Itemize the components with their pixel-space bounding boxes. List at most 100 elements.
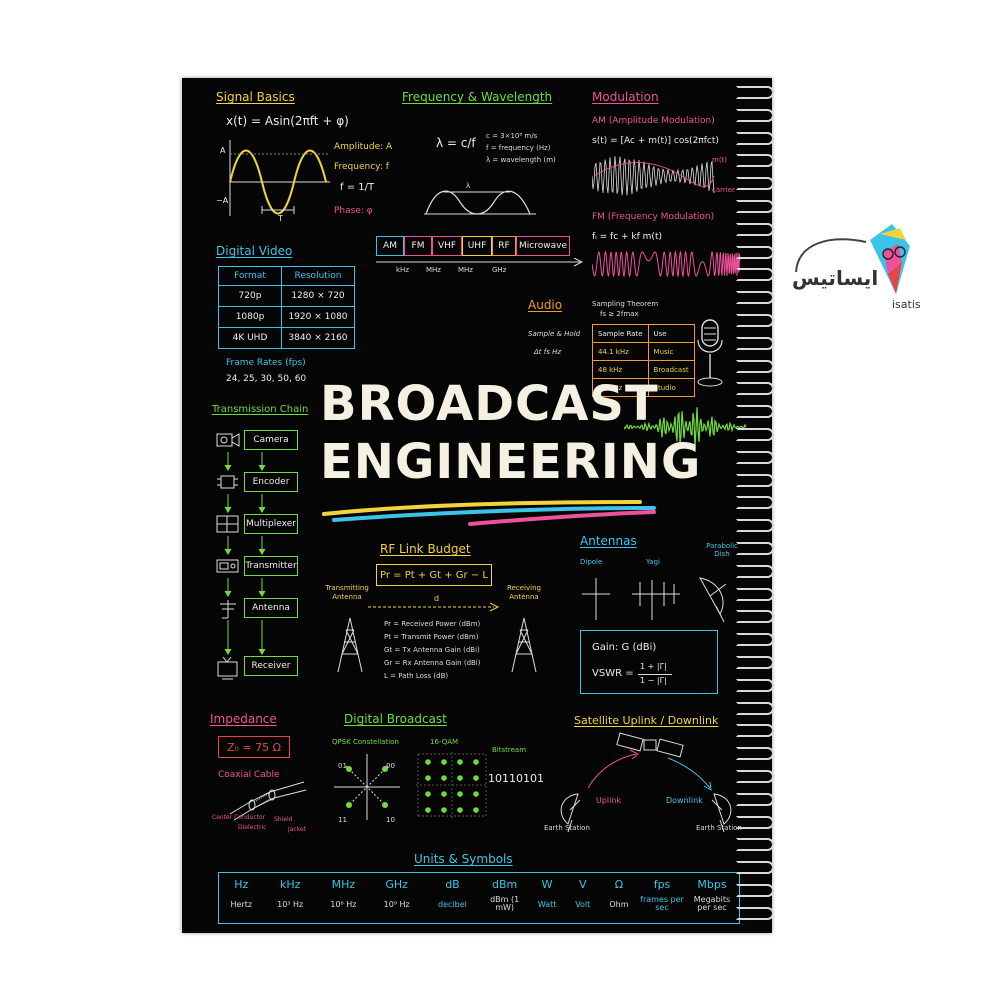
notebook-cover: Signal Basics x(t) = Asin(2πft + φ) A −A… <box>182 78 772 933</box>
qpsk-symbol-10: 10 <box>386 816 395 824</box>
unit-description: Megabits per sec <box>693 895 731 912</box>
qpsk-symbol-11: 11 <box>338 816 347 824</box>
fm-equation: fᵢ = fc + kf m(t) <box>592 232 662 242</box>
spectrum-arrow <box>376 258 584 267</box>
bitstream-label: Bitstream <box>492 746 527 754</box>
digital-video-heading: Digital Video <box>216 244 293 258</box>
binding-ring <box>736 724 774 738</box>
unit-description: Watt <box>537 899 557 909</box>
digital-broadcast-heading: Digital Broadcast <box>344 712 447 726</box>
binding-ring <box>736 519 774 533</box>
frequency-formula: f = 1/T <box>340 182 375 193</box>
binding-ring <box>736 610 774 624</box>
rf-link-diagram <box>337 602 537 673</box>
sampling-theorem-label: Sampling Theorem <box>592 300 659 308</box>
mt-label: m(t) <box>712 156 728 164</box>
binding-ring <box>736 815 774 829</box>
band-vhf: VHF <box>432 236 462 256</box>
bitstream-value: 10110101 <box>488 772 544 785</box>
chain-step-transmitter: Transmitter <box>244 556 298 576</box>
satellite-heading: Satellite Uplink / Downlink <box>574 714 719 727</box>
earth-station-1-label: Earth Station <box>544 824 590 832</box>
vswr-numerator: 1 + |Γ| <box>640 662 667 671</box>
rf-link-heading: RF Link Budget <box>380 542 471 556</box>
gain-formula: Gain: G (dBi) <box>592 642 657 653</box>
logo-arabic-text: ایساتیس <box>792 266 879 290</box>
binding-ring <box>736 678 774 692</box>
cell-format: 720p <box>218 285 282 307</box>
binding-ring <box>736 291 774 305</box>
multiplexer-icon <box>216 515 239 533</box>
binding-ring <box>736 222 774 236</box>
legend-l: L = Path Loss (dB) <box>384 672 449 680</box>
unit-description: decibel <box>438 899 467 909</box>
units-table: Hz kHz MHz GHz dB dBm W V Ω fps Mbps Her… <box>218 872 740 924</box>
unit-description: 10³ Hz <box>277 899 304 909</box>
note-lambda: λ = wavelength (m) <box>486 156 556 164</box>
binding-ring <box>736 587 774 601</box>
scale-khz: kHz <box>396 266 409 274</box>
unit-symbol: Hz <box>234 877 249 891</box>
cell-resolution: 3840 × 2160 <box>281 327 355 349</box>
band-rf: RF <box>492 236 516 256</box>
video-table-header-row: Format Resolution <box>218 266 355 286</box>
title-line-2: ENGINEERING <box>320 434 702 490</box>
cell-use: Studio <box>647 378 695 397</box>
binding-ring <box>736 131 774 145</box>
antenna-formulas-box <box>580 630 718 694</box>
vswr-fraction-line <box>638 674 672 675</box>
unit-description: Hertz <box>230 899 253 909</box>
chain-step-antenna: Antenna <box>244 598 298 618</box>
period-label: T <box>278 214 283 223</box>
am-label: AM (Amplitude Modulation) <box>592 116 715 126</box>
binding-ring <box>736 473 774 487</box>
header-use: Use <box>647 324 695 343</box>
binding-ring <box>736 906 774 920</box>
tx-antenna-label: Transmitting Antenna <box>325 584 369 601</box>
am-equation: s(t) = [Ac + m(t)] cos(2πfct) <box>592 136 719 146</box>
uplink-label: Uplink <box>596 796 622 805</box>
coax-part-dielectric: Dielectric <box>238 824 267 831</box>
binding-ring <box>736 154 774 168</box>
antenna-dipole-label: Dipole <box>580 558 603 566</box>
distance-label: d <box>434 594 440 603</box>
carrier-label: carrier <box>712 186 735 194</box>
microphone-icon <box>697 319 723 387</box>
chain-connectors <box>224 452 266 655</box>
chain-step-camera: Camera <box>244 430 298 450</box>
binding-ring <box>736 336 774 350</box>
lambda-symbol: λ <box>466 182 471 190</box>
wavelength-equation: λ = c/f <box>436 136 476 150</box>
binding-ring <box>736 200 774 213</box>
cell-resolution: 1280 × 720 <box>281 285 355 307</box>
cell-resolution: 1920 × 1080 <box>281 306 355 328</box>
wavelength-notes: c = 3×10⁸ m/s f = frequency (Hz) λ = wav… <box>486 132 556 164</box>
band-fm: FM <box>404 236 432 256</box>
rf-link-legend: Pr = Received Power (dBm) Pt = Transmit … <box>384 620 481 685</box>
header-format: Format <box>218 266 282 286</box>
band-uhf: UHF <box>462 236 492 256</box>
fm-label: FM (Frequency Modulation) <box>592 212 715 222</box>
freq-wavelength-heading: Frequency & Wavelength <box>402 90 553 104</box>
transmitter-icon <box>216 559 239 573</box>
antenna-yagi-label: Yagi <box>646 558 660 566</box>
legend-gr: Gr = Rx Antenna Gain (dBi) <box>384 659 481 667</box>
binding-ring <box>736 564 774 578</box>
chain-step-receiver: Receiver <box>244 656 298 676</box>
audio-scribble-2: Δt fs Hz <box>534 348 562 356</box>
camera-icon <box>216 433 240 447</box>
binding-ring <box>736 770 774 783</box>
frame-rates-label: Frame Rates (fps) <box>226 358 306 368</box>
phase-label: Phase: φ <box>334 206 373 216</box>
chain-step-encoder: Encoder <box>244 472 298 492</box>
header-sample-rate: Sample Rate <box>592 324 649 343</box>
units-grid: Hz kHz MHz GHz dB dBm W V Ω fps Mbps Her… <box>219 873 739 913</box>
binding-ring <box>736 268 774 282</box>
rf-link-equation: Pr = Pt + Gt + Gr − L <box>376 564 492 586</box>
unit-symbol: dB <box>445 877 460 891</box>
